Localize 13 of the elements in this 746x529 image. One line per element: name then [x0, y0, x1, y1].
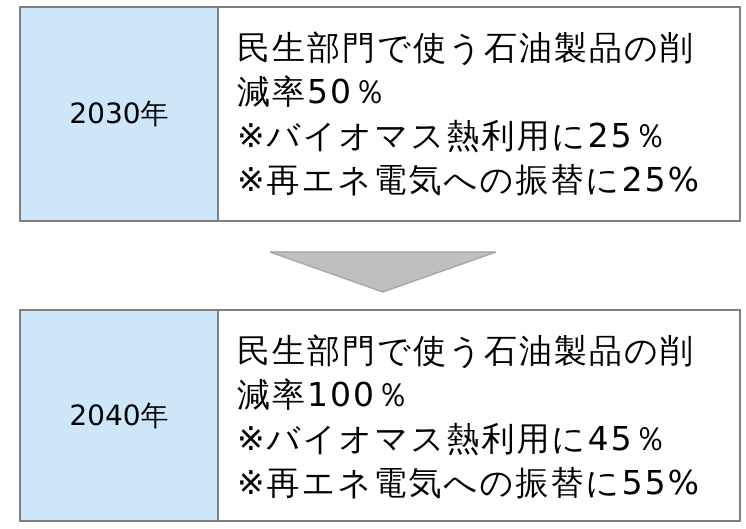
description-text: ※再エネ電気への振替に55% [237, 462, 702, 504]
year-cell [21, 311, 219, 520]
description-text: ※バイオマス熱利用に45％ [237, 418, 670, 460]
description-text: ※バイオマス熱利用に25％ [237, 115, 670, 157]
chevron-arrow [269, 251, 497, 293]
table-row [19, 6, 741, 222]
year-cell [21, 8, 219, 220]
year-label: 2040年 [69, 398, 169, 434]
year-label: 2030年 [69, 96, 169, 132]
table-row [19, 309, 741, 522]
description-text: 民生部門で使う石油製品の削減率100％ [237, 330, 696, 416]
description-text: ※再エネ電気への振替に25% [237, 159, 702, 201]
description-text: 民生部門で使う石油製品の削減率50％ [237, 27, 696, 113]
